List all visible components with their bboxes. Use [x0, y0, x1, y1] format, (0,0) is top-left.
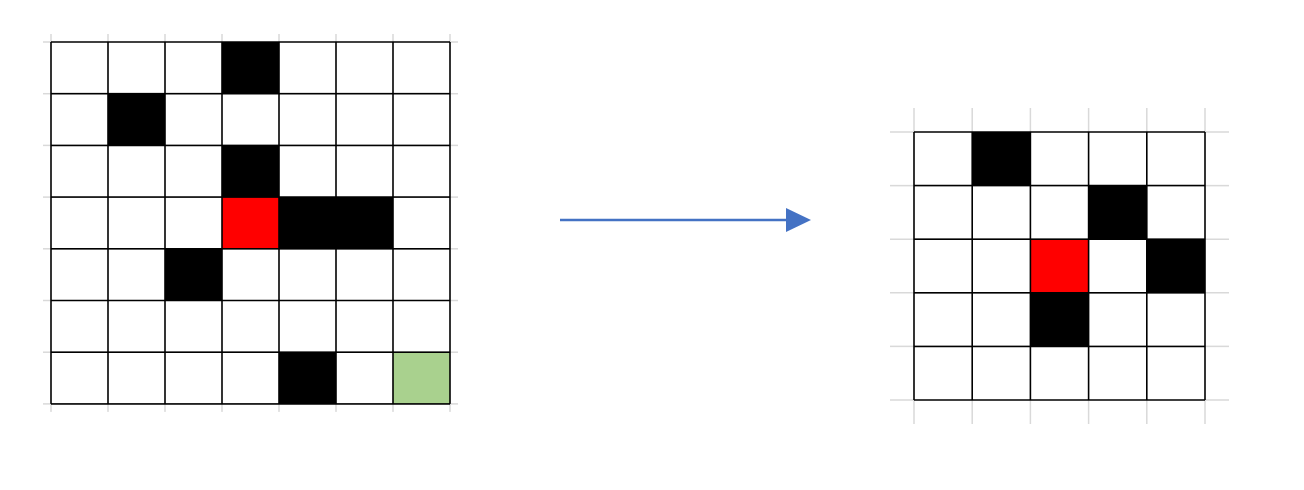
local-view-cell-empty: [972, 185, 1031, 240]
local-view-cell-agent: [1030, 239, 1089, 293]
full-grid-cell-empty: [222, 300, 279, 353]
local-view-cell-empty: [1088, 239, 1147, 293]
full-grid-cell-empty: [336, 93, 393, 146]
full-grid-cell-wall: [222, 145, 279, 198]
local-view-cell-wall: [1088, 185, 1147, 240]
full-grid-cell-wall: [108, 93, 165, 146]
local-view-cell-empty: [914, 132, 973, 186]
full-grid-cell-empty: [51, 197, 108, 249]
full-grid-cell-agent: [222, 197, 279, 249]
full-grid-cell-empty: [108, 248, 165, 301]
full-grid-world: [43, 34, 458, 412]
full-grid-cell-wall: [279, 197, 336, 249]
full-grid-cell-wall: [222, 42, 279, 94]
full-grid-cell-empty: [108, 42, 165, 94]
full-grid-cell-empty: [51, 352, 108, 404]
full-grid-cell-empty: [165, 93, 222, 146]
local-view-cell-empty: [1146, 346, 1205, 400]
local-view-cell-empty: [1030, 132, 1089, 186]
full-grid-cell-empty: [51, 248, 108, 301]
local-view-cell-empty: [1030, 346, 1089, 400]
local-view-cell-empty: [1030, 185, 1089, 240]
full-grid-cell-empty: [222, 248, 279, 301]
full-grid-cell-empty: [336, 352, 393, 404]
full-grid-cell-empty: [393, 145, 450, 198]
local-view-cell-wall: [1030, 292, 1089, 347]
full-grid-cell-empty: [165, 145, 222, 198]
local-view-cell-empty: [1146, 185, 1205, 240]
local-view-cell-empty: [914, 292, 973, 347]
full-grid-cell-wall: [279, 352, 336, 404]
full-grid-cell-empty: [108, 197, 165, 249]
full-grid-cell-empty: [51, 300, 108, 353]
full-grid-cell-empty: [108, 352, 165, 404]
local-view-cell-wall: [1146, 239, 1205, 293]
local-view-cell-empty: [1146, 132, 1205, 186]
full-grid-cell-empty: [165, 300, 222, 353]
full-grid-cell-wall: [336, 197, 393, 249]
arrow-head: [786, 208, 811, 232]
full-grid-cell-empty: [279, 248, 336, 301]
full-grid-cell-empty: [336, 248, 393, 301]
full-grid-cell-empty: [222, 93, 279, 146]
full-grid-cell-empty: [165, 197, 222, 249]
full-grid-cell-empty: [336, 300, 393, 353]
full-grid-cell-empty: [51, 42, 108, 94]
local-view-cell-empty: [1146, 292, 1205, 347]
full-grid-cell-wall: [165, 248, 222, 301]
full-grid-cell-empty: [393, 248, 450, 301]
local-view-cell-empty: [914, 239, 973, 293]
local-view-cell-empty: [972, 239, 1031, 293]
transition-arrow: [560, 208, 811, 232]
local-view-cell-empty: [972, 292, 1031, 347]
full-grid-cell-empty: [222, 352, 279, 404]
full-grid-cell-empty: [279, 300, 336, 353]
full-grid-cell-empty: [165, 352, 222, 404]
local-view-cell-empty: [972, 346, 1031, 400]
full-grid-cell-empty: [165, 42, 222, 94]
local-view-cell-empty: [1088, 292, 1147, 347]
local-view-grid: [890, 108, 1229, 424]
local-view-cell-wall: [972, 132, 1031, 186]
local-view-cell-empty: [1088, 346, 1147, 400]
full-grid-cell-empty: [108, 300, 165, 353]
local-view-cell-empty: [914, 346, 973, 400]
full-grid-cell-empty: [393, 300, 450, 353]
full-grid-cell-empty: [336, 42, 393, 94]
local-view-cell-empty: [1088, 132, 1147, 186]
full-grid-cell-empty: [279, 145, 336, 198]
local-view-cell-empty: [914, 185, 973, 240]
full-grid-cell-empty: [51, 93, 108, 146]
full-grid-cell-empty: [393, 42, 450, 94]
full-grid-cell-empty: [393, 93, 450, 146]
full-grid-cell-empty: [279, 93, 336, 146]
full-grid-cell-empty: [279, 42, 336, 94]
full-grid-cell-empty: [336, 145, 393, 198]
full-grid-cell-empty: [51, 145, 108, 198]
full-grid-cell-empty: [393, 197, 450, 249]
full-grid-cell-empty: [108, 145, 165, 198]
full-grid-cell-goal: [393, 352, 450, 404]
